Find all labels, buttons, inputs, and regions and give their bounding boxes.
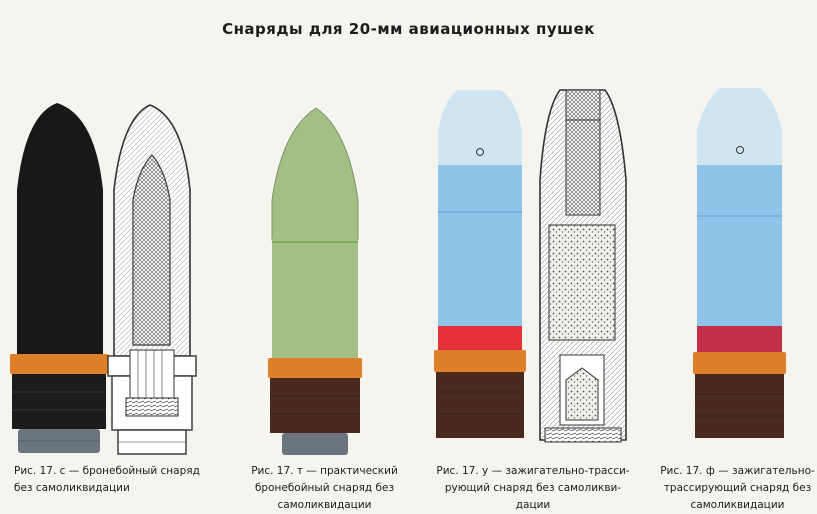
page-title: Снаряды для 20-мм авиационных пушек xyxy=(222,20,595,38)
caption-t-line3: самоликвидации xyxy=(277,499,372,511)
red-band xyxy=(438,326,522,350)
shell-u-cross-section xyxy=(539,89,627,443)
caption-s: Рис. 17. с — бронебойный снаряд без само… xyxy=(14,463,219,497)
driving-band xyxy=(10,354,109,374)
caption-u-line1: Рис. 17. у — зажигательно-трасси- xyxy=(436,465,630,477)
shell-s-cross-section xyxy=(107,104,197,455)
driving-band xyxy=(693,352,786,374)
caption-u-line3: дации xyxy=(515,499,551,511)
shell-u-incendiary-tracer xyxy=(434,90,526,438)
driving-band xyxy=(434,350,526,372)
caption-f-line2: трассирующий снаряд без xyxy=(663,482,812,494)
caption-s-line2: без самоликвидации xyxy=(14,482,130,494)
shell-f-incendiary-tracer xyxy=(693,88,786,438)
caption-f: Рис. 17. ф — зажигательно- трассирующий … xyxy=(660,463,815,514)
driving-band xyxy=(268,358,362,378)
caption-f-line1: Рис. 17. ф — зажигательно- xyxy=(660,465,815,477)
caption-t: Рис. 17. т — практический бронебойный сн… xyxy=(237,463,412,514)
caption-u: Рис. 17. у — зажигательно-трасси- рующий… xyxy=(433,463,633,514)
shell-t-practice xyxy=(268,107,362,455)
caption-f-line3: самоликвидации xyxy=(690,499,785,511)
dark-red-band xyxy=(697,326,782,352)
caption-u-line2: рующий снаряд без самоликви- xyxy=(444,482,622,494)
caption-s-line1: Рис. 17. с — бронебойный снаряд xyxy=(14,465,200,477)
base-plug xyxy=(282,433,348,455)
caption-t-line1: Рис. 17. т — практический xyxy=(251,465,398,477)
shell-s-armour-piercing xyxy=(10,103,109,453)
caption-t-line2: бронебойный снаряд без xyxy=(254,482,395,494)
